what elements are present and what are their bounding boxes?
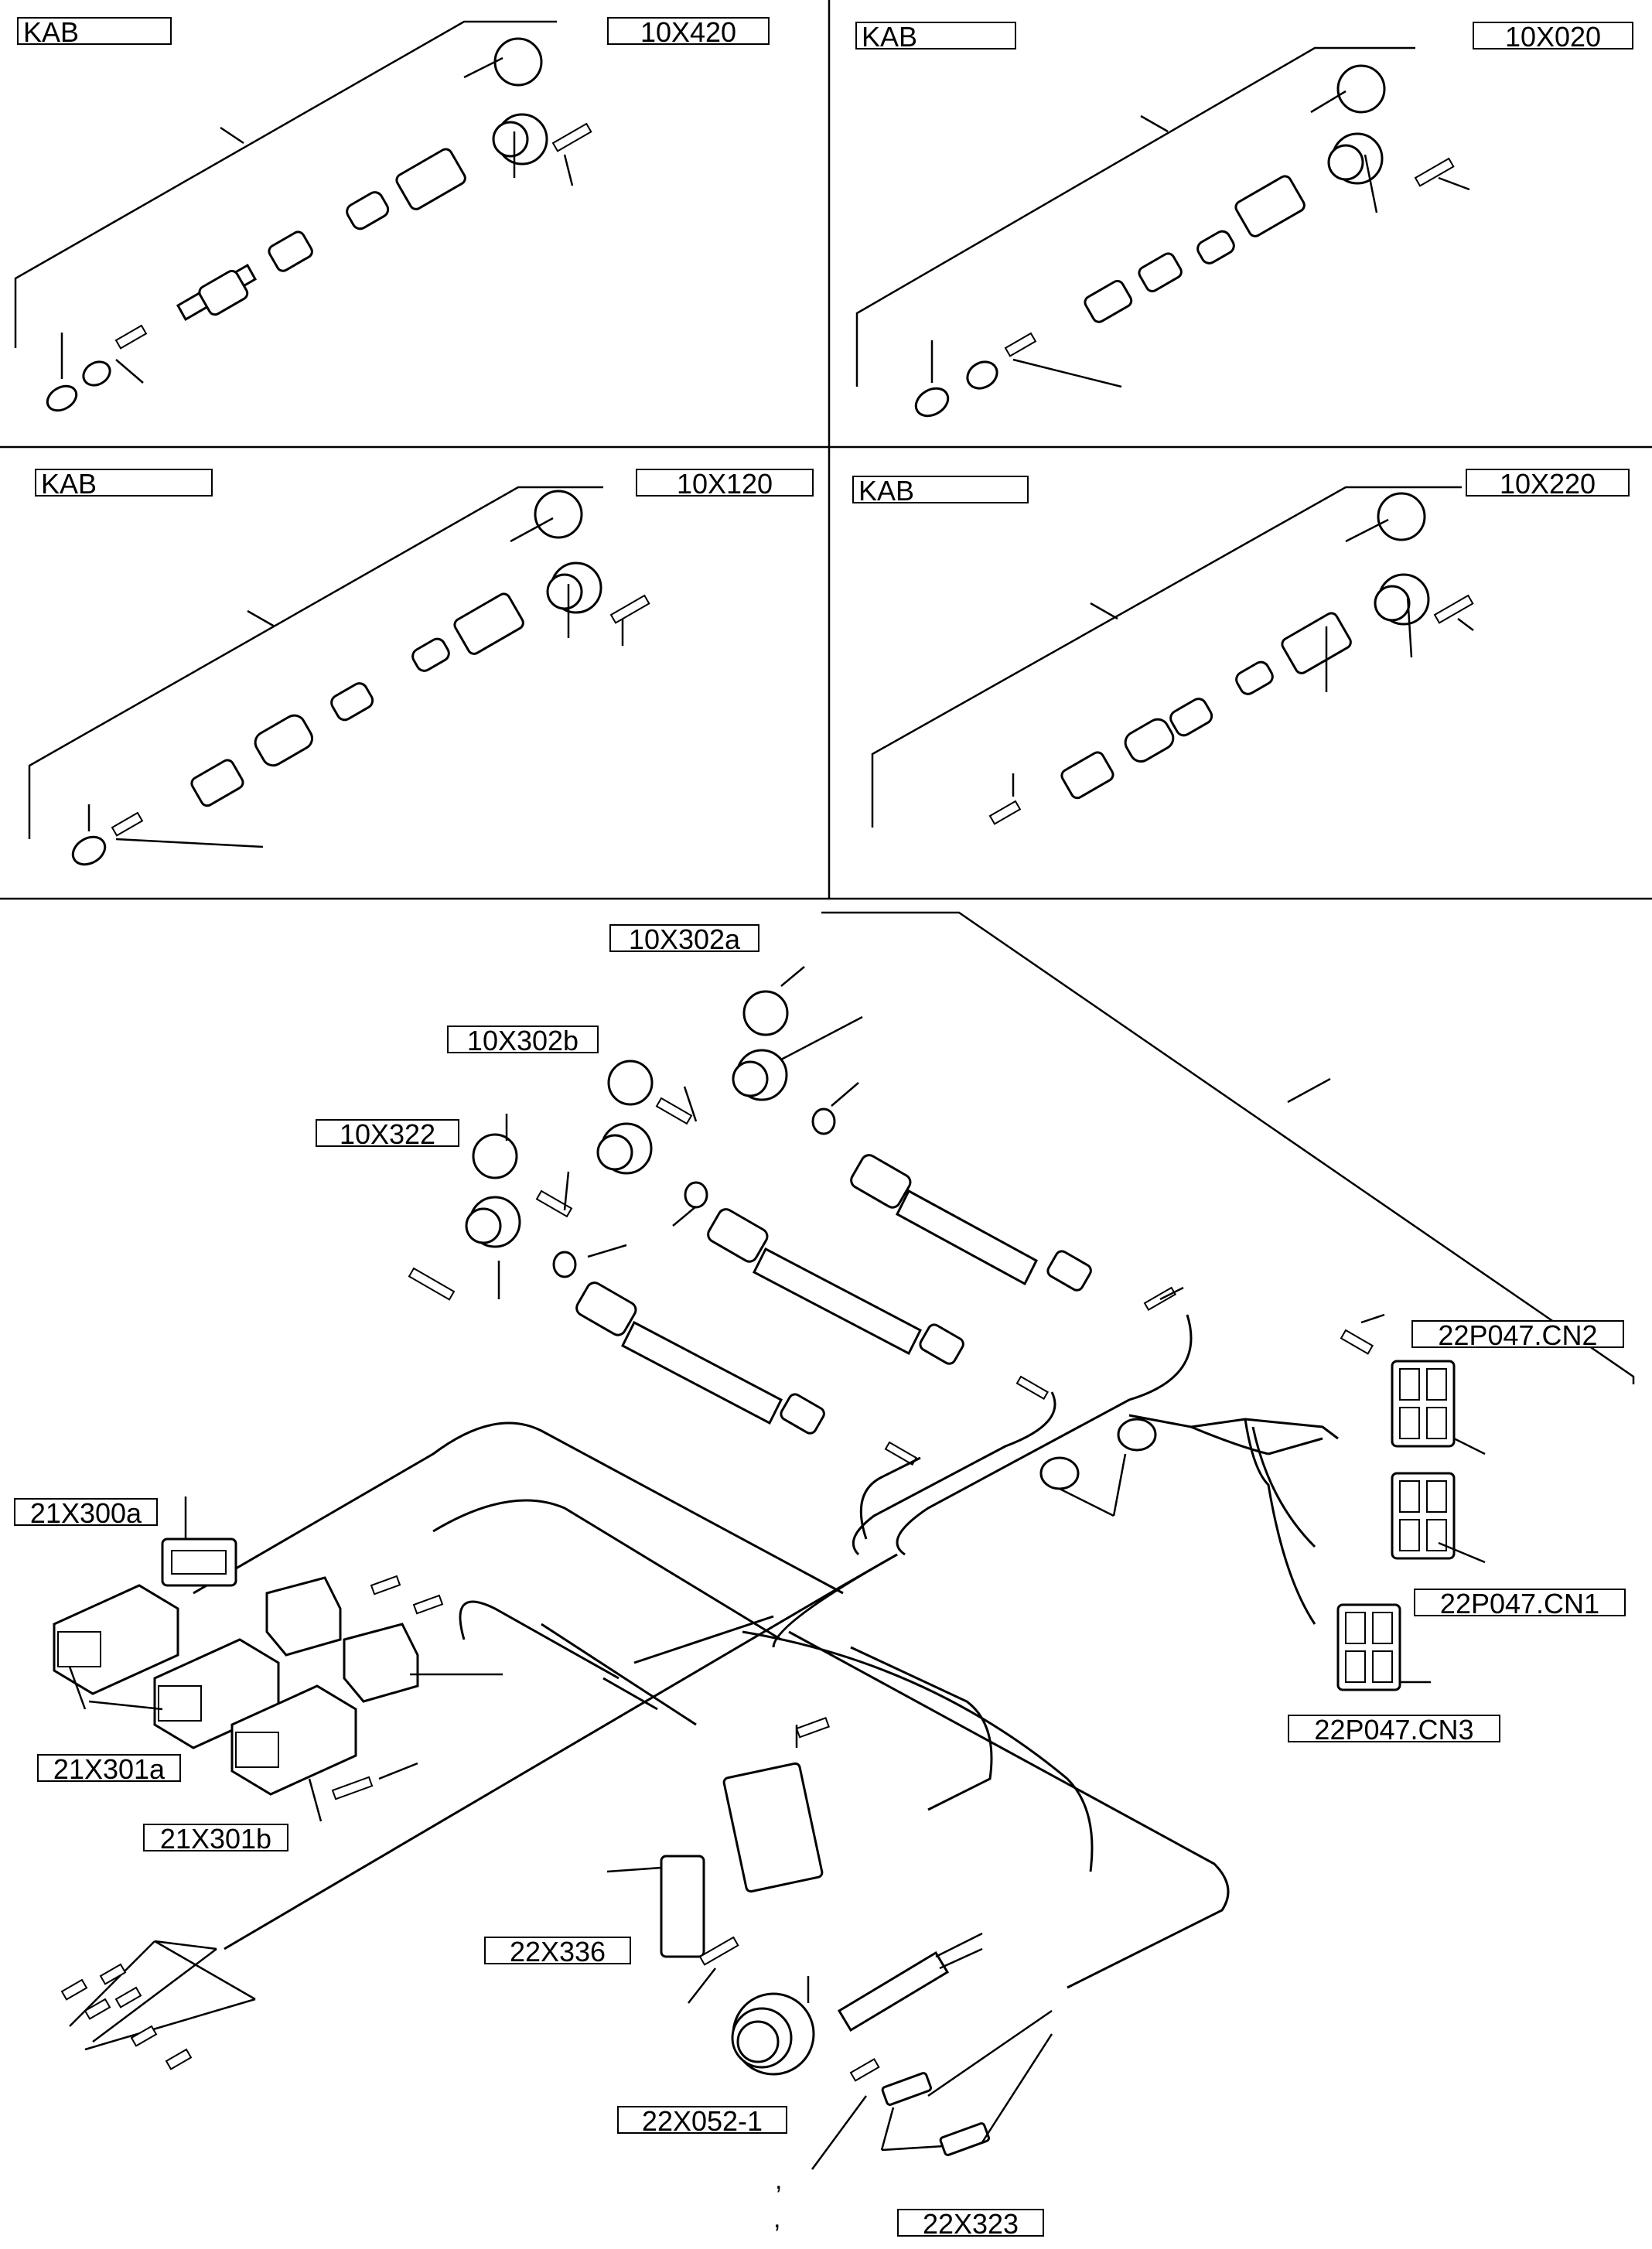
main-harness [193, 911, 1635, 1989]
panel-top-left-code-label: 10X420 [607, 17, 770, 46]
label-10x302a: 10X302a [609, 924, 759, 954]
label-22p047-cn2: 22P047.CN2 [1411, 1320, 1624, 1350]
comma-mark-1: , [775, 2165, 783, 2195]
connector-22p047-cn3 [1336, 1603, 1431, 1691]
connector-22p047-cn1 [1391, 1472, 1486, 1564]
connector-assembly-10x220 [871, 486, 1474, 828]
comma-mark-2: , [773, 2204, 781, 2234]
label-22x323: 22X323 [897, 2209, 1044, 2238]
connector-assembly-10x120 [28, 486, 650, 866]
label-10x302b: 10X302b [447, 1026, 599, 1055]
label-10x322: 10X322 [316, 1119, 459, 1148]
loose-terminals [60, 1940, 256, 2070]
label-22p047-cn1: 22P047.CN1 [1414, 1589, 1626, 1618]
panel-middle-left-code-label: 10X120 [636, 469, 814, 498]
connector-22x052-1 [688, 1932, 983, 2076]
connector-22x323 [811, 2009, 1053, 2170]
connector-assembly-10x020 [855, 46, 1470, 418]
connector-22p047-cn2 [1340, 1313, 1486, 1456]
connector-assembly-10x420 [14, 20, 592, 412]
label-21x300a: 21X300a [14, 1498, 158, 1527]
label-22x052-1: 22X052-1 [617, 2106, 787, 2135]
panel-top-left-kab-label: KAB [17, 17, 172, 46]
panel-middle-left-kab-label: KAB [35, 469, 213, 498]
label-21x301a: 21X301a [37, 1754, 181, 1783]
panel-top-right-code-label: 10X020 [1473, 22, 1633, 51]
connector-21x301a [53, 1575, 503, 1749]
label-21x301b: 21X301b [143, 1824, 288, 1853]
panel-middle-right-code-label: 10X220 [1466, 469, 1630, 498]
label-22x336: 22X336 [484, 1937, 631, 1966]
connector-21x301b [230, 1684, 418, 1822]
panel-dividers [0, 0, 1652, 900]
panel-middle-right-kab-label: KAB [852, 476, 1029, 505]
label-22p047-cn3: 22P047.CN3 [1288, 1715, 1500, 1744]
connector-22x336 [606, 1717, 830, 1958]
panel-top-right-kab-label: KAB [855, 22, 1016, 51]
connector-21x300a [161, 1496, 237, 1587]
